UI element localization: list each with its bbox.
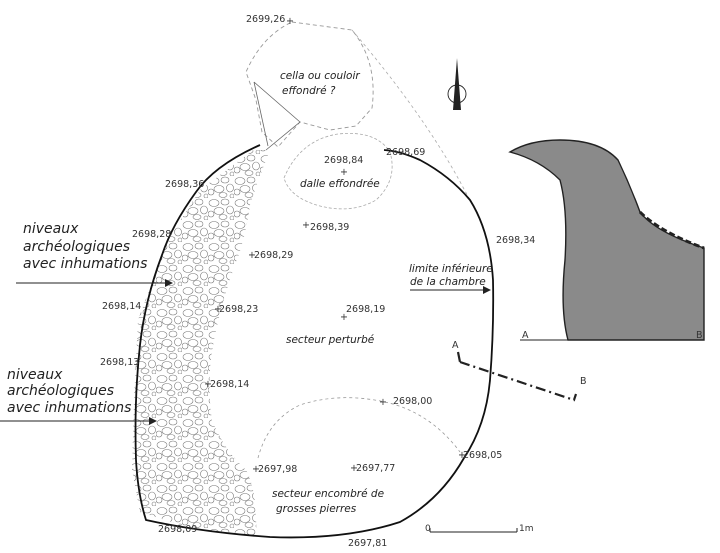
point-marker: + [248, 250, 256, 261]
elevation-label: 2698,34 [496, 235, 535, 246]
elevation-labels: 2699,26 + 2698,84 + 2698,69 2698,36 2698… [100, 14, 535, 549]
secteur-encombre-outline [257, 397, 461, 459]
limite-label-2: de la chambre [410, 276, 486, 288]
niveaux-bottom-label-2: archéologiques [7, 383, 114, 399]
niveaux-top-label-2: archéologiques [23, 239, 130, 255]
elevation-label: 2698,14 [210, 379, 249, 390]
elevation-label: 2698,13 [100, 357, 139, 368]
limite-label-1: limite inférieure [409, 263, 493, 275]
cella-outline [245, 21, 374, 148]
scale-bar: 0 1m [425, 524, 534, 534]
point-marker: + [379, 397, 387, 408]
dalle-outline [283, 133, 393, 210]
elevation-label: 2697,77 [356, 463, 395, 474]
elevation-label: 2698,29 [254, 250, 293, 261]
point-marker: + [458, 450, 466, 461]
chamber-outline [134, 144, 495, 539]
secteur-encombre-label-1: secteur encombré de [272, 488, 384, 500]
elevation-label: 2698,69 [386, 147, 425, 158]
point-marker: + [252, 464, 260, 475]
elevation-label: 2698,00 [393, 396, 432, 407]
elevation-label: 2698,23 [219, 304, 258, 315]
secteur-encombre-label-2: grosses pierres [276, 503, 357, 515]
elevation-label: 2698,14 [102, 301, 141, 312]
point-marker: + [214, 304, 222, 315]
elevation-label: 2698,28 [132, 229, 171, 240]
point-marker: + [350, 463, 358, 474]
niveaux-top-label-1: niveaux [23, 221, 79, 237]
dalle-label: dalle effondrée [300, 178, 380, 190]
upper-dashed-line [351, 29, 471, 201]
cella-label-1: cella ou couloir [280, 70, 360, 82]
point-marker: + [204, 379, 212, 390]
cella-entrance-lines [253, 81, 301, 151]
point-marker: + [340, 167, 348, 178]
secteur-perturbe-label: secteur perturbé [286, 334, 375, 346]
section-line-b: B [580, 376, 587, 387]
elevation-label: 2699,26 [246, 14, 285, 25]
elevation-label: 2698,05 [463, 450, 502, 461]
scale-end: 1m [519, 524, 534, 534]
section-line-a: A [452, 340, 459, 351]
section-line: A B [452, 340, 587, 402]
section-label-b: B [696, 330, 703, 341]
scale-start: 0 [425, 524, 431, 534]
north-arrow-icon [447, 58, 467, 110]
point-marker: + [286, 16, 294, 27]
elevation-label: 2697,98 [258, 464, 297, 475]
niveaux-bottom-label-1: niveaux [7, 367, 63, 383]
elevation-label: 2698,19 [346, 304, 385, 315]
niveaux-top-label-3: avec inhumations [23, 256, 147, 272]
stone-fill-area [132, 150, 270, 537]
elevation-label: 2698,84 [324, 155, 363, 166]
elevation-label: 2698,39 [310, 222, 349, 233]
section-label-a: A [522, 330, 529, 341]
elevation-label: 2697,81 [348, 538, 387, 549]
point-marker: + [340, 312, 348, 323]
elevation-label: 2698,09 [158, 524, 197, 535]
section-profile: A B [508, 139, 705, 341]
point-marker: + [302, 220, 310, 231]
elevation-label: 2698,36 [165, 179, 204, 190]
niveaux-bottom-label-3: avec inhumations [7, 400, 131, 416]
cella-label-2: effondré ? [282, 85, 336, 97]
